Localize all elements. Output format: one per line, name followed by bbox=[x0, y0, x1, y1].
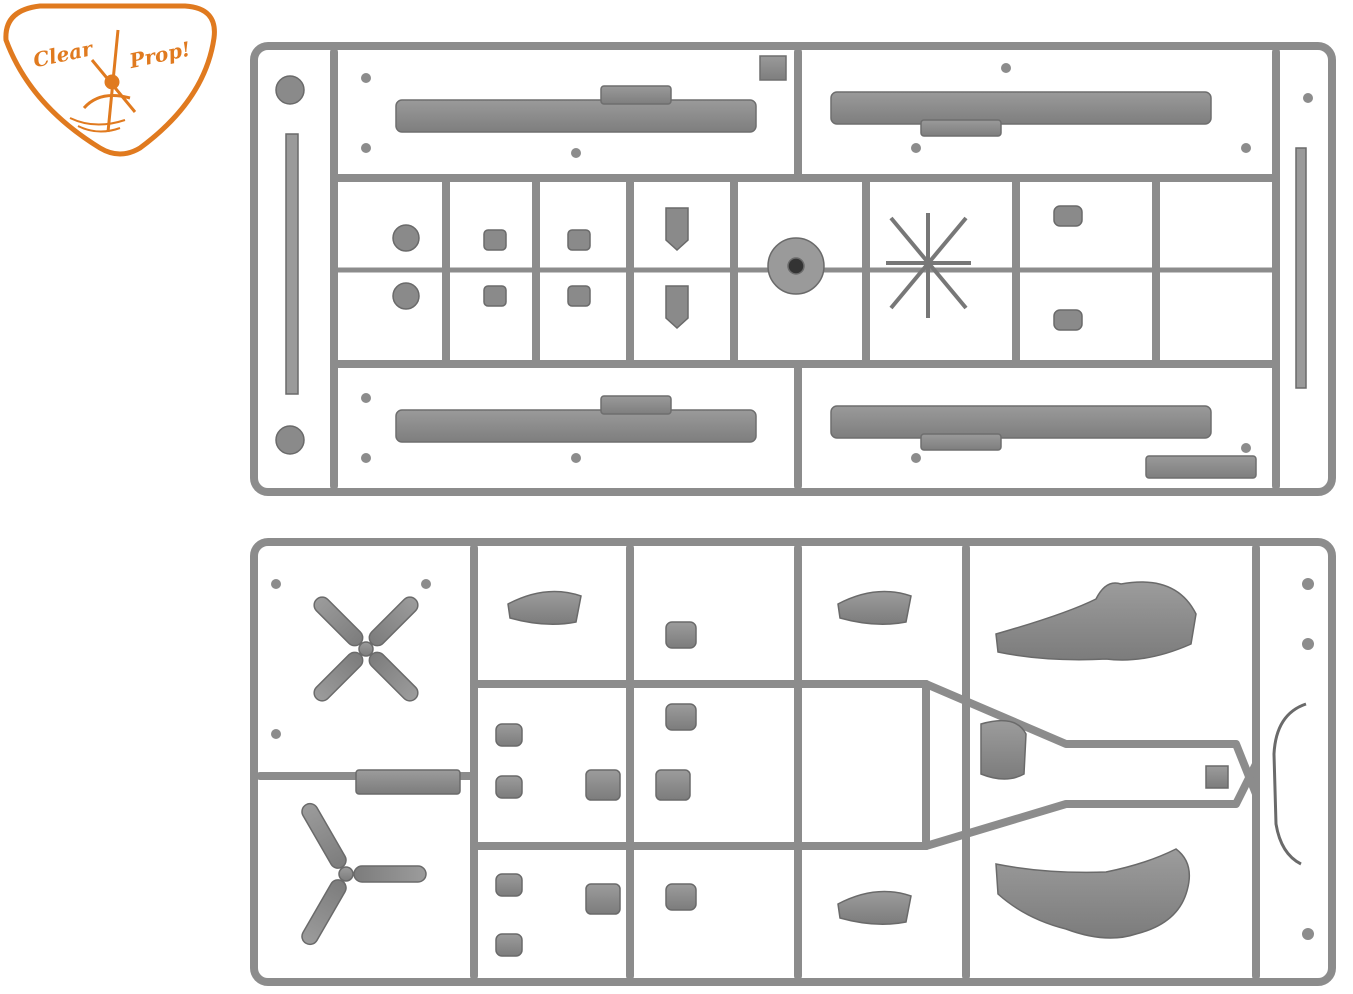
long-part-4 bbox=[830, 405, 1212, 439]
propeller-icon bbox=[69, 29, 137, 133]
propeller-three-blade bbox=[301, 802, 427, 946]
canopy-2 bbox=[837, 590, 912, 625]
wire-part bbox=[1272, 702, 1307, 866]
round-knob-1 bbox=[275, 75, 305, 105]
propeller-four-blade bbox=[313, 596, 419, 702]
clear-prop-logo: Clear Prop! bbox=[3, 3, 217, 157]
fuselage-half-2 bbox=[995, 848, 1191, 939]
flat-plate bbox=[355, 769, 461, 795]
upper-sprue-frame bbox=[250, 42, 1336, 496]
sprue-outer-frame bbox=[250, 538, 1336, 986]
long-part-2 bbox=[830, 91, 1212, 125]
fuselage-half-1 bbox=[995, 581, 1197, 661]
round-knob-2 bbox=[275, 425, 305, 455]
lower-sprue-frame bbox=[250, 538, 1336, 986]
long-part-1 bbox=[395, 99, 757, 133]
canopy-1 bbox=[507, 590, 582, 625]
long-part-3 bbox=[395, 409, 757, 443]
sprue-outer-frame bbox=[250, 42, 1336, 496]
flat-plate bbox=[1145, 455, 1257, 479]
canopy-3 bbox=[837, 890, 912, 925]
